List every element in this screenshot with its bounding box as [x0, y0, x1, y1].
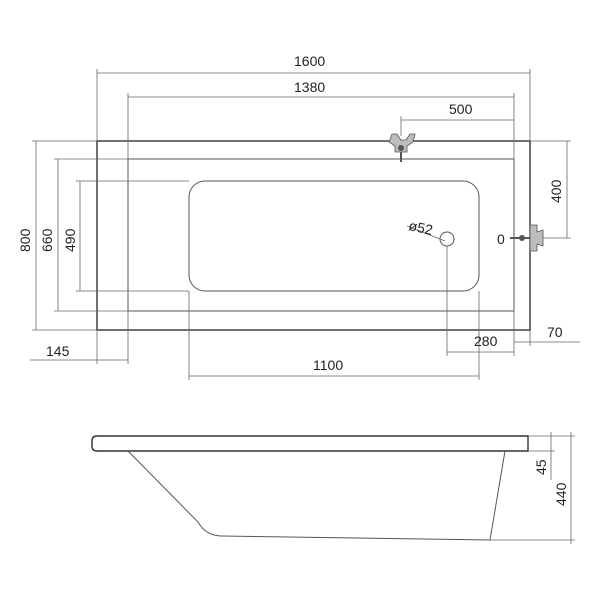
basin	[188, 180, 480, 292]
side-rim	[91, 435, 529, 452]
rim-height-label: 45	[533, 459, 549, 475]
overall-width-label: 800	[17, 228, 33, 252]
tap-offset-label: 500	[449, 101, 473, 117]
top-view: ø52 0 1600 1380 500 800	[17, 53, 580, 380]
inner-rim	[127, 158, 515, 312]
basin-length-label: 1100	[313, 357, 343, 373]
top-tap-icon	[388, 133, 416, 162]
right-rim-label: 70	[547, 324, 563, 340]
inner-length-label: 1380	[294, 79, 325, 95]
side-tap-zero-label: 0	[497, 231, 505, 247]
side-body	[127, 450, 506, 541]
basin-width-label: 490	[62, 228, 78, 252]
outer-rim	[96, 140, 531, 331]
left-rim-label: 145	[46, 343, 70, 359]
tap-side-offset-label: 400	[548, 179, 564, 203]
drain-diameter-label: ø52	[407, 217, 434, 238]
overall-length-label: 1600	[294, 53, 325, 69]
total-height-label: 440	[553, 482, 569, 506]
drain-offset-label: 280	[474, 333, 498, 349]
side-tap-icon	[510, 224, 544, 252]
inner-width-label: 660	[39, 228, 55, 252]
side-view: 45 440	[91, 432, 575, 544]
